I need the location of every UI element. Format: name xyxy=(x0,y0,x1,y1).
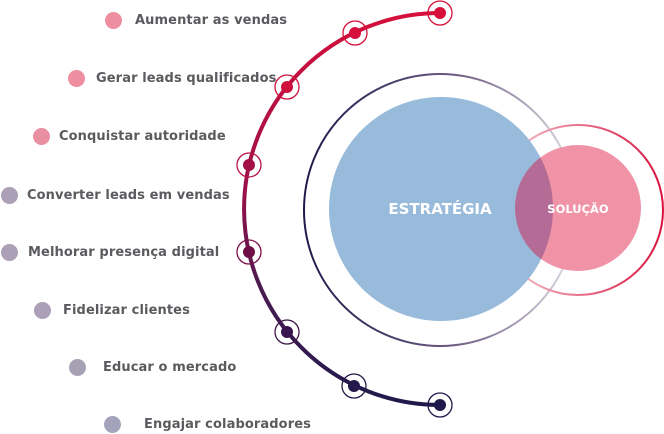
goal-item: Fidelizar clientes xyxy=(34,300,190,320)
strategy-label: ESTRATÉGIA xyxy=(388,199,492,218)
goal-label: Conquistar autoridade xyxy=(59,128,226,144)
goal-item: Melhorar presença digital xyxy=(1,242,219,262)
arc-node xyxy=(427,0,453,26)
bullet-icon xyxy=(105,11,122,29)
bullet-icon xyxy=(104,415,121,433)
goal-item: Converter leads em vendas xyxy=(1,185,230,205)
goal-item: Educar o mercado xyxy=(69,357,236,377)
goal-item: Engajar colaboradores xyxy=(104,414,311,434)
overlap-region xyxy=(515,145,553,271)
arc-node xyxy=(236,152,262,178)
arc-node xyxy=(427,392,453,418)
goal-label: Gerar leads qualificados xyxy=(96,70,277,86)
bullet-icon xyxy=(34,301,51,319)
goal-item: Aumentar as vendas xyxy=(105,10,287,30)
arc-node xyxy=(274,74,300,100)
bullet-icon xyxy=(68,69,85,87)
bullet-icon xyxy=(1,186,18,204)
goal-label: Melhorar presença digital xyxy=(28,244,220,260)
arc-node xyxy=(236,239,262,265)
strategy-circle xyxy=(329,97,553,321)
bullet-icon xyxy=(1,243,18,261)
arc-node xyxy=(274,319,300,345)
goal-item: Gerar leads qualificados xyxy=(68,68,276,88)
goal-label: Educar o mercado xyxy=(103,359,237,375)
bullet-icon xyxy=(69,358,86,376)
goal-item: Conquistar autoridade xyxy=(33,126,226,146)
solution-label: SOLUÇÃO xyxy=(547,201,609,216)
goal-label: Converter leads em vendas xyxy=(27,187,230,203)
goal-label: Fidelizar clientes xyxy=(63,302,190,318)
goal-label: Engajar colaboradores xyxy=(144,416,311,432)
arc-node xyxy=(341,373,367,399)
bullet-icon xyxy=(33,127,50,145)
arc-node xyxy=(342,20,368,46)
goal-label: Aumentar as vendas xyxy=(135,12,288,28)
goal-arc xyxy=(242,11,441,407)
